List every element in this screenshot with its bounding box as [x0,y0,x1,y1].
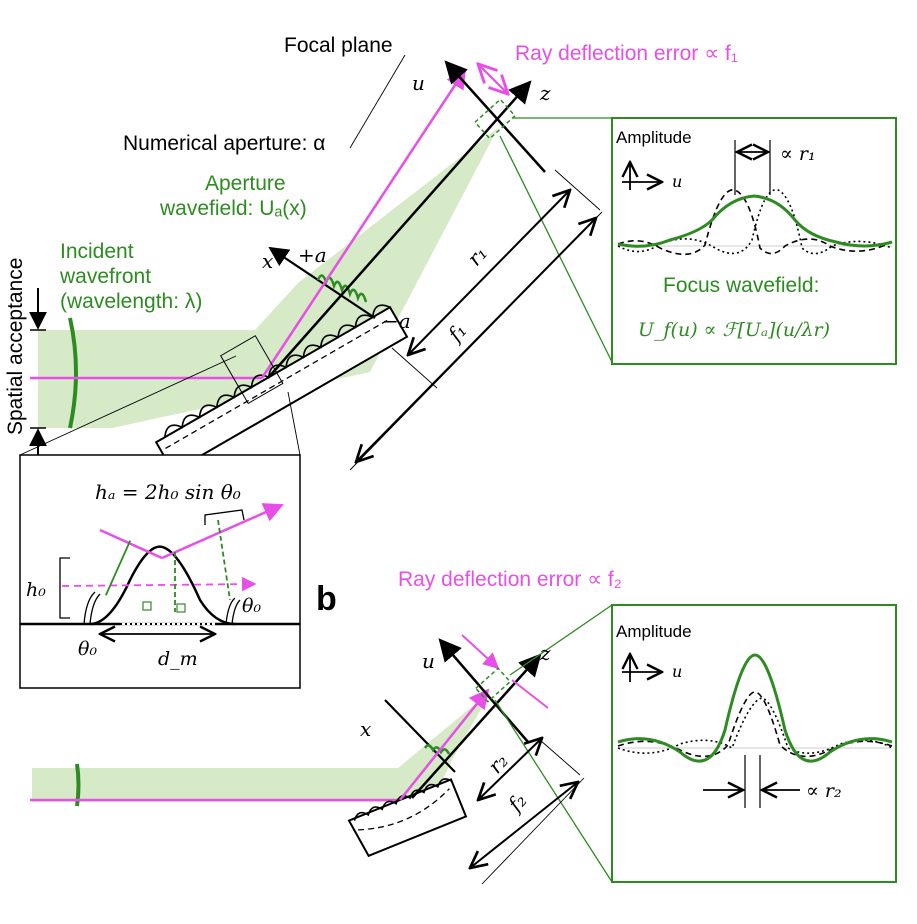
inset-theta0-right: θ₀ [242,595,261,617]
ray-deflection-label-b: Ray deflection error ∝ f₂ [398,568,622,591]
incident-label-3: (wavelength: λ) [60,290,202,313]
beam-band-b [32,690,492,802]
beam-band-a [38,128,498,428]
panel-b-label: b [316,580,337,618]
ray-deflection-label-a: Ray deflection error ∝ f₁ [515,42,738,65]
plus-a-label: +a [298,243,327,267]
x-label-a: x [262,249,273,273]
mirror-b [347,778,468,858]
focus-box-a [473,98,517,140]
prop-r2-label: ∝ r₂ [806,780,842,802]
focus-formula: U_f(u) ∝ ℱ[Uₐ](u/λr) [638,319,830,341]
incident-wavefront-a [68,317,78,429]
incident-wavefront-b [75,763,81,807]
f2-label: f₂ [502,789,531,818]
focus-inset-a: Amplitude u ∝ r₁ Focus wavefield: U_f(u)… [611,117,897,365]
r2-arrow [478,738,542,800]
f1-arrow [356,218,596,462]
u-axis-label-b: u [672,662,682,681]
aperture-wavefield-label-2: wavefield: Uₐ(x) [159,197,307,220]
focus-wavefield-label: Focus wavefield: [663,274,819,297]
amplitude-label-a: Amplitude [616,128,692,147]
x-label-b: x [360,717,371,741]
deflection-arrow-a [478,64,508,94]
inset-dm-label: d_m [158,648,198,670]
x-axis-b [384,699,456,773]
focal-plane-line-a [444,60,546,173]
focal-plane-label: Focal plane [284,34,393,57]
numerical-aperture-label: Numerical aperture: α [123,132,325,155]
u-label-b: u [422,649,435,673]
z-label-a: z [539,81,551,105]
aperture-wavefield-label-1: Aperture [205,172,286,195]
r1-label: r₁ [462,241,492,270]
prop-r1-label: ∝ r₁ [780,143,816,165]
incident-label-2: wavefront [59,265,151,288]
inset-ha-label: hₐ = 2h₀ sin θ₀ [95,480,241,504]
amplitude-label-b: Amplitude [616,622,692,641]
r2-label: r₂ [483,749,513,778]
u-axis-label-a: u [672,172,682,191]
f2-arrow [470,782,578,868]
inset-theta0-left: θ₀ [78,638,97,660]
minus-a-label: −a [382,309,411,333]
panel-a: Focal plane Ray deflection error ∝ f₁ Nu… [4,34,738,474]
focus-inset-b: Amplitude u ∝ r₂ [611,604,897,883]
u-label-a: u [412,71,425,95]
spatial-acceptance-label: Spatial acceptance [4,258,27,435]
f1-label: f₁ [442,319,471,348]
inset-h0-label: h₀ [26,579,46,601]
grating-inset: hₐ = 2h₀ sin θ₀ h₀ θ₀ θ₀ d_m [19,454,301,689]
incident-label-1: Incident [60,240,134,263]
z-label-b: z [539,641,551,665]
